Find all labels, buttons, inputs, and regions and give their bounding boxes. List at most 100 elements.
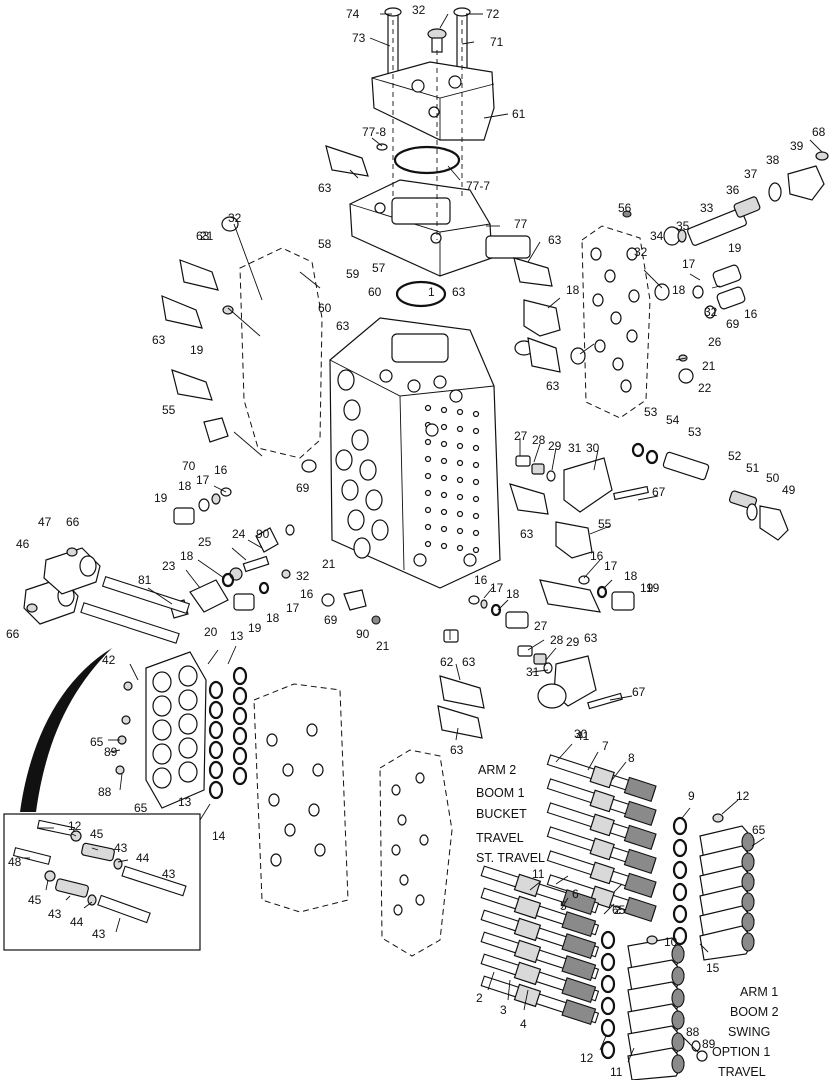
body-bolt-hole [424, 489, 432, 497]
ring-18 [704, 305, 716, 319]
o-ring-42 [208, 740, 224, 760]
callout-28: 28 [550, 633, 564, 647]
body-bolt-hole [472, 410, 480, 418]
callout-63: 63 [196, 229, 210, 243]
lower-left-plate-hole [312, 763, 324, 777]
callout-63: 63 [584, 631, 598, 645]
cap-block-orings [208, 666, 248, 800]
spool-left-lower [80, 602, 180, 644]
callout-13: 13 [178, 795, 192, 809]
lower-left-plate-hole [282, 763, 294, 777]
callout-18: 18 [178, 479, 192, 493]
callout-18: 18 [266, 611, 280, 625]
side-plate-hole [620, 379, 632, 393]
body-bolt-hole [472, 495, 480, 503]
reference-arrow [20, 648, 112, 812]
block-30 [563, 457, 613, 513]
leader-line [555, 743, 573, 763]
leader-line [91, 847, 99, 851]
callout-34: 34 [650, 229, 664, 243]
callout-63: 63 [548, 233, 562, 247]
cap-49 [759, 505, 789, 541]
leader-line [65, 895, 71, 901]
cap-39 [787, 165, 825, 201]
spool-lower-1 [480, 865, 600, 916]
callout-32: 32 [296, 569, 310, 583]
body-bolt-hole [440, 406, 448, 414]
callout-63: 63 [318, 181, 332, 195]
callout-16: 16 [744, 307, 758, 321]
body-bolt-hole [456, 510, 464, 518]
callout-77-7: 77-7 [466, 179, 490, 193]
plug-22 [678, 368, 694, 384]
lower-plate-holes [391, 772, 429, 916]
section-label-bucket: BUCKET [476, 807, 527, 821]
callout-58: 58 [318, 237, 332, 251]
leader-line [609, 695, 633, 701]
leader-line [227, 645, 237, 665]
callout-73: 73 [352, 31, 366, 45]
callout-51: 51 [746, 461, 760, 475]
leader-line [643, 269, 663, 289]
leader-line [109, 749, 121, 753]
callout-24: 24 [232, 527, 246, 541]
o-ring-12 [232, 706, 248, 726]
lower-left-plate-hole [314, 843, 326, 857]
solenoid-63 [171, 369, 213, 401]
spool-upper-6 [546, 874, 657, 922]
plug-90 [343, 589, 367, 611]
leader-line [523, 989, 529, 1011]
o-ring-12 [600, 996, 616, 1016]
leader-line [233, 431, 263, 457]
leader-line [199, 803, 211, 821]
leader-line [71, 833, 77, 837]
bolt-68 [815, 151, 829, 161]
o-ring-12 [672, 882, 688, 902]
leader-line [439, 13, 449, 29]
leader-line [561, 897, 569, 909]
callout-19: 19 [646, 581, 660, 595]
leader-line [583, 559, 601, 579]
spool-land [589, 765, 615, 789]
o-rings-12-upper [672, 816, 688, 946]
callout-69: 69 [324, 613, 338, 627]
valve-body-edges [329, 359, 495, 571]
callout-63: 63 [452, 285, 466, 299]
spool-land [589, 813, 615, 837]
callout-12: 12 [580, 1051, 594, 1065]
o-ring-12 [600, 930, 616, 950]
cover-hole [428, 106, 440, 118]
plug-19 [611, 591, 635, 611]
callout-12: 12 [736, 789, 750, 803]
leader-line [685, 1039, 699, 1053]
callout-69: 69 [296, 481, 310, 495]
leader-line [447, 165, 461, 181]
callout-63: 63 [462, 655, 476, 669]
lower-left-plate-hole [270, 853, 282, 867]
callout-63: 63 [336, 319, 350, 333]
callout-32: 32 [412, 3, 426, 17]
spool-spring [561, 999, 597, 1026]
callout-68: 68 [812, 125, 826, 139]
plug-19-lower [716, 286, 746, 310]
body-port [343, 399, 361, 421]
o-ring-12 [600, 952, 616, 972]
body-bolt-hole [472, 512, 480, 520]
cap-boss [152, 743, 172, 765]
callout-32: 32 [228, 211, 242, 225]
callout-52: 52 [728, 449, 742, 463]
body-bolt-hole [424, 438, 432, 446]
spool-lower-4 [480, 931, 600, 982]
body-bolt-hole [456, 408, 464, 416]
callout-31: 31 [526, 665, 540, 679]
callout-55: 55 [162, 403, 176, 417]
valve-55 [555, 521, 593, 559]
callout-29: 29 [566, 635, 580, 649]
callout-45: 45 [90, 827, 104, 841]
callout-63: 63 [520, 527, 534, 541]
body-bolt-hole [456, 442, 464, 450]
inset-bolt-45 [12, 847, 52, 865]
leader-line [185, 569, 201, 589]
